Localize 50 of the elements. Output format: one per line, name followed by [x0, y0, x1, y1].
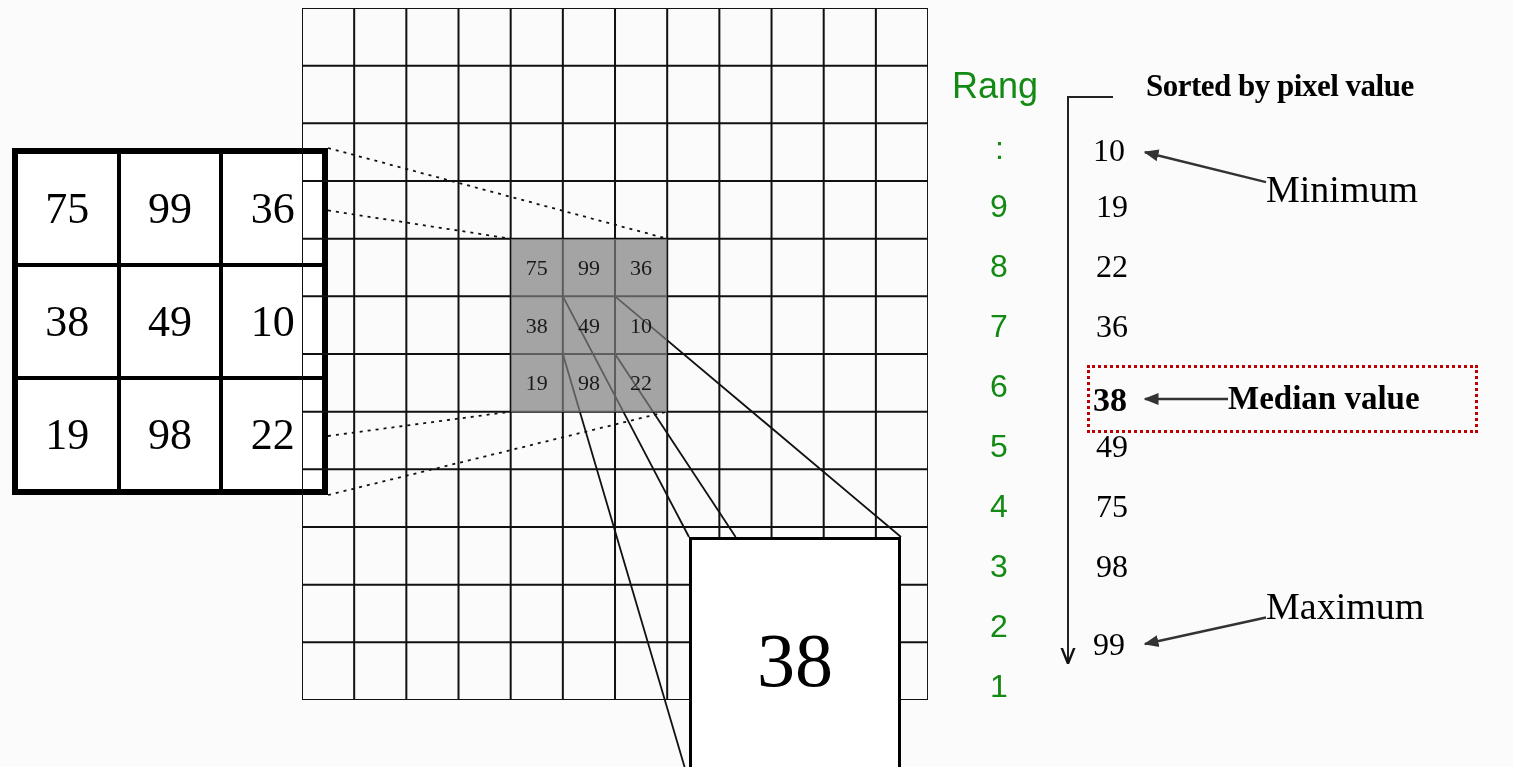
- rank-number: 5: [990, 430, 1008, 462]
- rank-number: 9: [990, 190, 1008, 222]
- kernel-cell: 75: [16, 152, 119, 265]
- pixel-value: 75: [1096, 490, 1128, 522]
- pixel-value: 98: [562, 354, 615, 412]
- rank-number: 2: [990, 610, 1008, 642]
- kernel-cell: 10: [221, 265, 324, 378]
- pixel-value: 10: [615, 296, 668, 354]
- rank-number: 7: [990, 310, 1008, 342]
- pixel-value: 99: [562, 238, 615, 297]
- column-heading: Sorted by pixel value: [1146, 70, 1414, 101]
- rank-number: 8: [990, 250, 1008, 282]
- kernel-box: [12, 148, 328, 495]
- annotation-text: Maximum: [1266, 583, 1471, 629]
- pixel-value: 75: [510, 238, 563, 297]
- pixel-value: 22: [615, 354, 668, 412]
- rank-number: :: [995, 132, 1004, 164]
- pixel-value: 49: [1096, 430, 1128, 462]
- axis-title: Rang: [952, 68, 1039, 104]
- kernel-cell: 99: [118, 152, 222, 265]
- pixel-value: 19: [510, 354, 563, 412]
- kernel-cell: 38: [16, 265, 119, 378]
- highlight-frame: [1087, 365, 1478, 433]
- rank-number: 6: [990, 370, 1008, 402]
- kernel-cell: 36: [221, 152, 324, 265]
- pixel-value: 36: [1096, 310, 1128, 342]
- pixel-value: 98: [1096, 550, 1128, 582]
- rank-number: 4: [990, 490, 1008, 522]
- pixel-value: 49: [562, 296, 615, 354]
- pixel-value: 10: [1093, 128, 1145, 172]
- pixel-value: 38: [1093, 377, 1145, 421]
- pixel-value: 99: [1093, 622, 1145, 666]
- pixel-value: 36: [615, 238, 668, 297]
- annotation-text: Median value: [1228, 377, 1472, 421]
- rank-number: 1: [990, 670, 1008, 702]
- kernel-cell: 22: [221, 378, 324, 491]
- rank-number: 3: [990, 550, 1008, 582]
- kernel-cell: 98: [118, 378, 222, 491]
- annotation-text: Minimum: [1266, 166, 1468, 212]
- arrow: [1143, 393, 1228, 405]
- pixel-value: 38: [510, 296, 563, 354]
- pixel-value: 22: [1096, 250, 1128, 282]
- highlighted-window: [510, 238, 668, 412]
- pixel-value: 19: [1096, 190, 1128, 222]
- kernel-cell: 49: [118, 265, 222, 378]
- kernel-cell: 19: [16, 378, 119, 491]
- output-pixel-box: 38: [689, 537, 901, 767]
- arrow: [1143, 616, 1267, 647]
- image-grid: [302, 8, 928, 700]
- arrow: [1143, 149, 1267, 184]
